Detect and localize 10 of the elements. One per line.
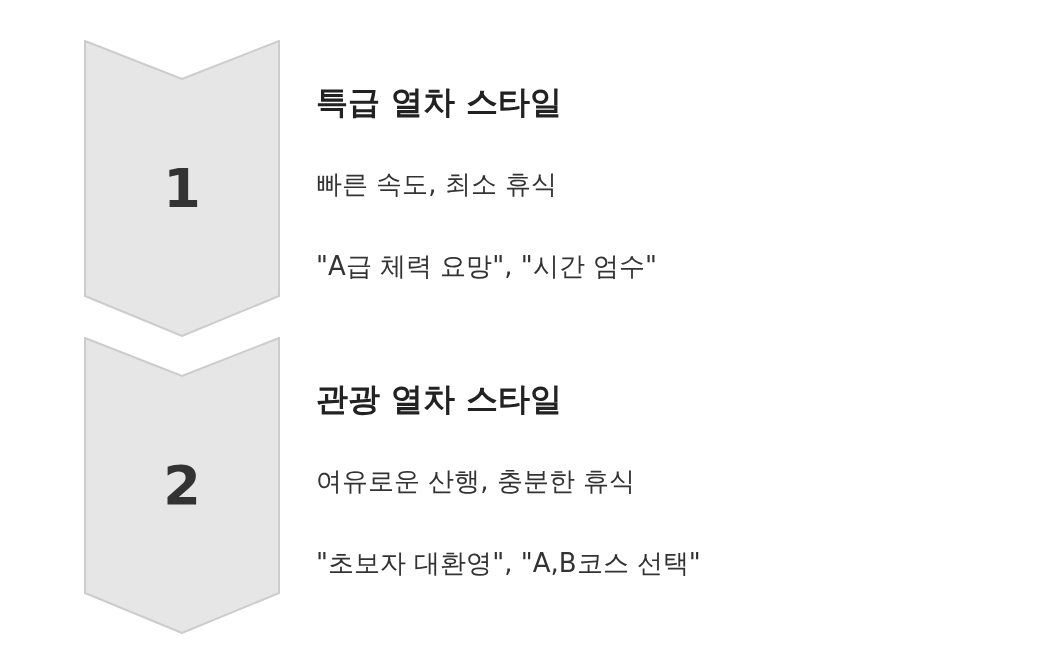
step-description: 빠른 속도, 최소 휴식 [316, 168, 558, 201]
step-description: "초보자 대환영", "A,B코스 선택" [316, 547, 701, 580]
step-description: 여유로운 산행, 충분한 휴식 [316, 465, 636, 498]
step-chevron [84, 40, 280, 337]
step-number: 2 [163, 458, 201, 513]
step-chevron [84, 337, 280, 634]
step-heading: 특급 열차 스타일 [316, 82, 563, 123]
step-number: 1 [163, 161, 201, 216]
step-heading: 관광 열차 스타일 [316, 379, 563, 420]
step-description: "A급 체력 요망", "시간 엄수" [316, 250, 657, 283]
